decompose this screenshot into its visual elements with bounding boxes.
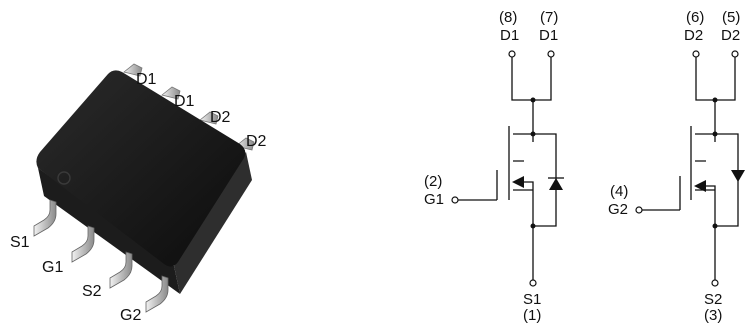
m1-diode-wire bbox=[533, 133, 557, 227]
lead-d1-a bbox=[123, 63, 143, 77]
lead-s1 bbox=[33, 199, 57, 237]
m2-gate-terminal bbox=[635, 206, 643, 214]
m1-drain-a-terminal bbox=[508, 50, 516, 58]
m2-body-link bbox=[706, 185, 716, 190]
m1-source-terminal bbox=[529, 279, 537, 287]
m2-gate-number: (4) bbox=[610, 183, 628, 200]
m2-drain-a-name: D2 bbox=[684, 27, 703, 44]
m2-drain-a-number: (6) bbox=[686, 9, 704, 26]
pkg-label-s1: S1 bbox=[10, 234, 30, 251]
m1-diode bbox=[549, 178, 563, 190]
so8-package: D1 D1 D2 D2 S1 G1 S2 G2 bbox=[10, 63, 267, 324]
m1-drain-a-number: (8) bbox=[499, 9, 517, 26]
m2-junction-top bbox=[712, 131, 718, 137]
bottom-leads bbox=[33, 199, 169, 313]
m1-drain-junction bbox=[530, 97, 536, 103]
mosfet-1-schematic: (8) D1 (7) D1 (2) G1 S1 (1) bbox=[424, 9, 564, 324]
package-side-left bbox=[38, 168, 180, 294]
pkg-label-d1-b: D1 bbox=[174, 93, 195, 110]
m2-diode-wire bbox=[715, 133, 739, 227]
lead-s2 bbox=[109, 251, 133, 289]
mosfet-2-schematic: (6) D2 (5) D2 (4) G2 S2 (3) bbox=[608, 9, 745, 324]
m2-source-terminal bbox=[711, 279, 719, 287]
m1-source-name: S1 bbox=[523, 291, 541, 308]
pkg-label-d2-a: D2 bbox=[210, 109, 231, 126]
m1-source-number: (1) bbox=[523, 307, 541, 324]
top-leads bbox=[123, 63, 255, 151]
m2-source-name: S2 bbox=[704, 291, 722, 308]
m2-drain-junction bbox=[712, 97, 718, 103]
m2-gate-name: G2 bbox=[608, 201, 628, 218]
m2-drain-b-number: (5) bbox=[722, 9, 740, 26]
lead-d2-a bbox=[199, 111, 219, 125]
pkg-label-d2-b: D2 bbox=[246, 133, 267, 150]
m1-drain-b-name: D1 bbox=[539, 27, 558, 44]
m1-channel bbox=[513, 133, 534, 226]
pkg-label-g1: G1 bbox=[42, 259, 63, 276]
m1-arrow bbox=[512, 176, 524, 188]
m1-gate-name: G1 bbox=[424, 191, 444, 208]
m2-drain-a-terminal bbox=[692, 50, 700, 58]
m2-drain-b-name: D2 bbox=[721, 27, 740, 44]
m2-drain-bus bbox=[695, 57, 736, 134]
m1-drain-b-number: (7) bbox=[540, 9, 558, 26]
m2-arrow bbox=[694, 180, 706, 192]
m1-drain-a-name: D1 bbox=[500, 27, 519, 44]
m1-junction-top bbox=[530, 131, 536, 137]
lead-g1 bbox=[71, 225, 95, 263]
m1-body-link bbox=[524, 181, 534, 190]
package-side-right bbox=[174, 152, 252, 294]
pkg-label-s2: S2 bbox=[82, 283, 102, 300]
m1-gate-terminal bbox=[451, 196, 459, 204]
m1-drain-bus bbox=[511, 57, 552, 134]
m2-channel bbox=[695, 133, 716, 226]
package-body bbox=[36, 70, 246, 267]
lead-g2 bbox=[145, 275, 169, 313]
pkg-label-g2: G2 bbox=[120, 307, 141, 324]
pkg-label-d1-a: D1 bbox=[136, 71, 157, 88]
m2-diode bbox=[731, 170, 745, 182]
m1-gate-number: (2) bbox=[424, 173, 442, 190]
m1-drain-b-terminal bbox=[547, 50, 555, 58]
m2-source-number: (3) bbox=[704, 307, 722, 324]
m2-drain-b-terminal bbox=[731, 50, 739, 58]
pin1-marker bbox=[57, 171, 71, 185]
lead-d1-b bbox=[161, 86, 181, 100]
